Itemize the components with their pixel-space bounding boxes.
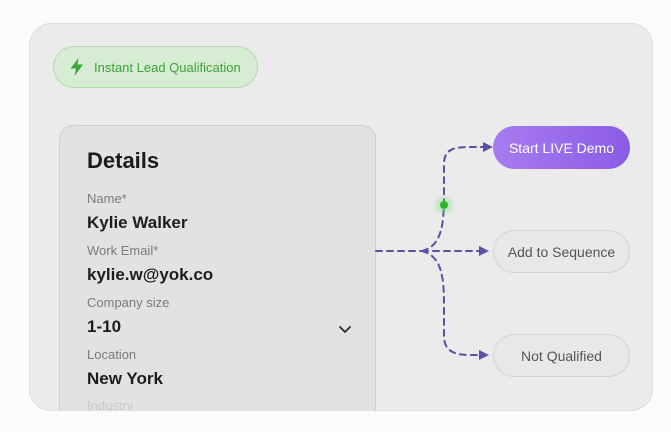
partial-field-label: Industry [87,398,134,411]
status-indicator-glow [432,193,456,217]
instant-lead-qualification-badge: Instant Lead Qualification [53,46,258,88]
arrowhead-demo [483,142,493,152]
company-size-select[interactable]: Company size 1-10 [87,295,351,337]
connector-to-not-qualified [421,250,481,356]
work-email-field[interactable]: Work Email* kylie.w@yok.co [87,243,351,285]
details-title: Details [87,148,160,173]
name-field[interactable]: Name* Kylie Walker [87,191,351,233]
connector-to-demo [421,146,485,252]
location-field-label: Location [87,347,137,362]
arrowhead-sequence [479,246,489,256]
location-field[interactable]: Location New York [87,347,351,389]
add-to-sequence-button[interactable]: Add to Sequence [493,230,630,273]
badge-label: Instant Lead Qualification [94,59,241,75]
not-qualified-button[interactable]: Not Qualified [493,334,630,377]
details-form-card: Details Name* Kylie Walker Work Email* k… [59,125,376,411]
lightning-bolt-icon [70,58,84,76]
name-field-label: Name* [87,191,127,206]
lead-flow-panel: Instant Lead Qualification Details Name*… [29,23,653,411]
chevron-down-icon[interactable] [339,321,351,339]
start-live-demo-button[interactable]: Start LIVE Demo [493,126,630,169]
status-indicator-dot [440,201,448,209]
work-email-field-value: kylie.w@yok.co [87,265,214,284]
work-email-field-label: Work Email* [87,243,159,258]
company-size-field-label: Company size [87,295,170,310]
location-field-value: New York [87,369,163,388]
name-field-value: Kylie Walker [87,213,188,232]
arrowhead-not-qualified [479,350,489,360]
company-size-field-value: 1-10 [87,317,122,336]
